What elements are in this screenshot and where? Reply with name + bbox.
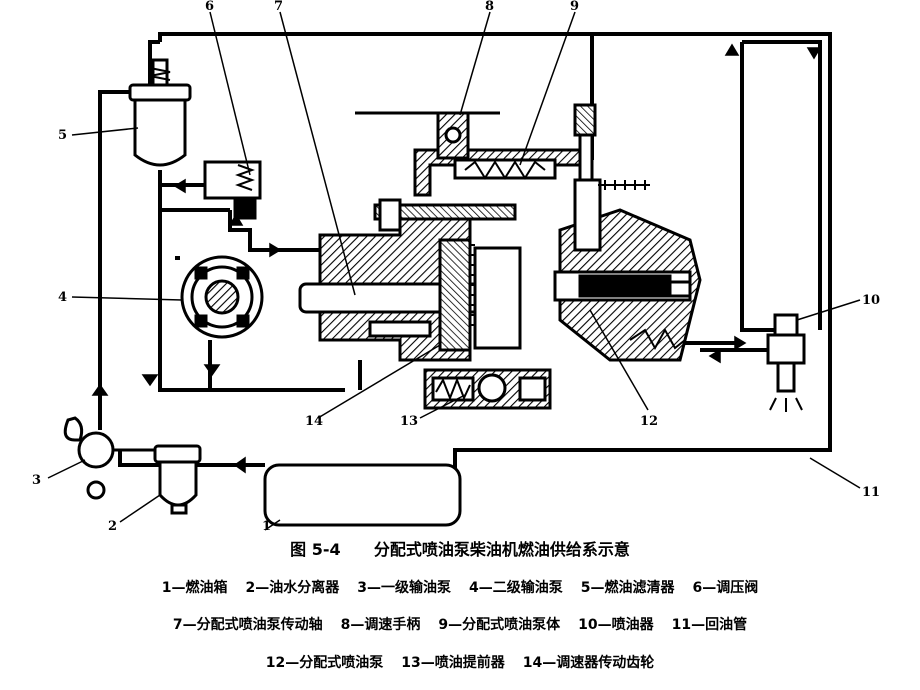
speed-handle <box>355 111 500 160</box>
legend-item-5: 5—燃油滤清器 <box>580 580 675 596</box>
injector <box>766 313 806 412</box>
leader-4 <box>71 296 183 301</box>
fuel-system-diagram: 1 2 3 4 5 6 7 8 9 10 11 12 13 14 <box>32 0 880 534</box>
fuel-tank <box>263 463 462 527</box>
secondary-pump <box>180 255 264 339</box>
leader-10 <box>796 299 861 321</box>
legend-item-14: 14—调速器传动齿轮 <box>522 655 655 671</box>
leader-14 <box>317 344 441 419</box>
legend-item-11: 11—回油管 <box>671 617 748 633</box>
legend-line-3: 12—分配式喷油泵 13—喷油提前器 14—调速器传动齿轮 <box>0 652 920 672</box>
flow-arrows <box>91 43 822 474</box>
legend-item-6: 6—调压阀 <box>692 580 759 596</box>
legend-item-10: 10—喷油器 <box>578 617 654 633</box>
leader-6 <box>209 11 251 176</box>
legend-item-12: 12—分配式喷油泵 <box>265 655 384 671</box>
legend-item-3: 3—一级输油泵 <box>357 580 451 596</box>
leader-3 <box>47 459 86 479</box>
leader-11 <box>809 457 861 489</box>
callout-13: 13 <box>400 414 418 429</box>
fuel-lines <box>98 32 832 470</box>
legend-item-4: 4—二级输油泵 <box>469 580 563 596</box>
caption-number: 图 5-4 <box>290 540 341 559</box>
callout-3: 3 <box>32 473 41 488</box>
figure-caption: 图 5-4 分配式喷油泵柴油机燃油供给系示意 <box>0 536 920 560</box>
callouts <box>47 11 861 531</box>
pressure-regulator <box>203 160 262 220</box>
callout-11: 11 <box>862 485 880 500</box>
legend-item-9: 9—分配式喷油泵体 <box>438 617 561 633</box>
legend-item-8: 8—调速手柄 <box>340 617 421 633</box>
leader-5 <box>71 127 139 136</box>
leader-12 <box>589 309 649 411</box>
caption-title: 分配式喷油泵柴油机燃油供给系示意 <box>373 540 630 559</box>
callout-5: 5 <box>58 128 67 143</box>
primary-pump <box>63 416 155 500</box>
legend-line-1: 1—燃油箱 2—油水分离器 3—一级输油泵 4—二级输油泵 5—燃油滤清器 6—调压阀 <box>0 577 920 597</box>
legend-item-2: 2—油水分离器 <box>245 580 340 596</box>
legend-item-7: 7—分配式喷油泵传动轴 <box>172 617 323 633</box>
water-separator <box>153 444 202 515</box>
callout-1: 1 <box>262 519 271 534</box>
legend-item-1: 1—燃油箱 <box>161 580 228 596</box>
callout-12: 12 <box>640 414 658 429</box>
pump-body <box>413 103 597 197</box>
legend-item-13: 13—喷油提前器 <box>401 655 505 671</box>
callout-7: 7 <box>274 0 283 14</box>
leader-1 <box>264 519 281 531</box>
leader-7 <box>279 11 356 296</box>
callout-14: 14 <box>305 414 323 429</box>
callout-10: 10 <box>862 293 880 308</box>
injection-advancer <box>423 368 552 410</box>
callout-2: 2 <box>108 519 117 534</box>
callout-9: 9 <box>570 0 579 14</box>
leader-13 <box>419 394 466 419</box>
leader-8 <box>459 11 491 116</box>
legend-line-2: 7—分配式喷油泵传动轴 8—调速手柄 9—分配式喷油泵体 10—喷油器 11—回油管 <box>0 614 920 634</box>
callout-8: 8 <box>485 0 494 14</box>
distributor-pump <box>553 178 702 362</box>
leader-9 <box>519 11 576 166</box>
fuel-filter <box>128 58 192 167</box>
leader-2 <box>119 494 161 523</box>
callout-6: 6 <box>205 0 214 14</box>
callout-4: 4 <box>58 290 67 305</box>
main-housing <box>298 198 522 362</box>
